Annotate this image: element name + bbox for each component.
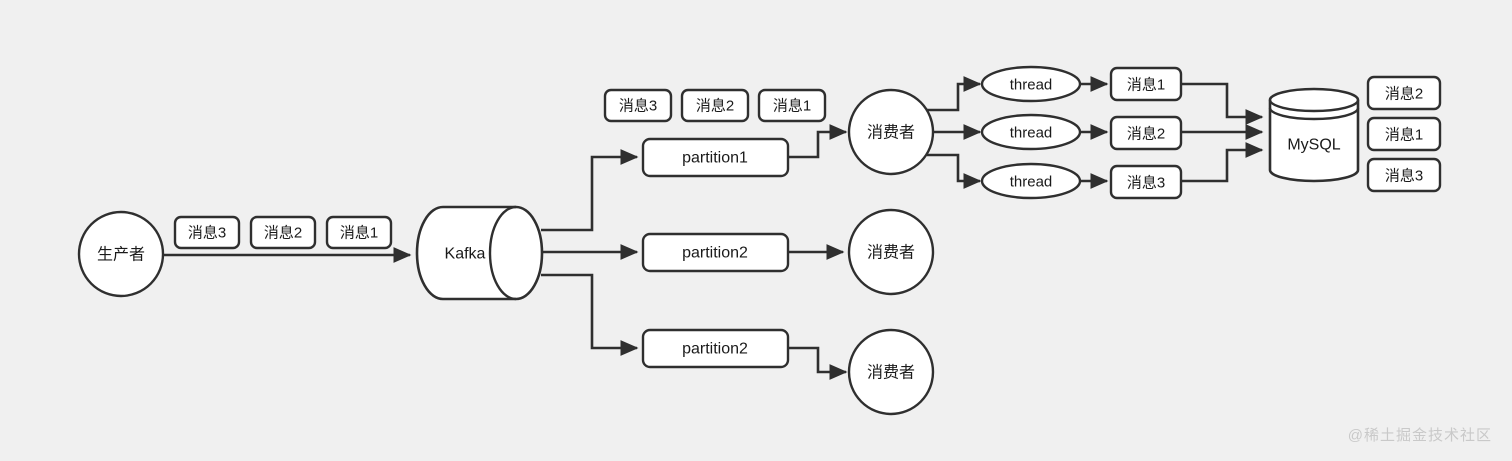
edge-partition3-to-consumer3 xyxy=(788,346,848,381)
thread-ellipse-1[interactable] xyxy=(980,65,1082,103)
producer-circle[interactable] xyxy=(77,210,165,298)
stored-message-box-2[interactable] xyxy=(1366,116,1442,152)
stored-message-item[interactable]: 消息1 xyxy=(1366,116,1442,152)
kafka-cylinder-cap xyxy=(488,205,517,301)
producer-message-label: 消息2 xyxy=(264,225,302,242)
edge-message1-to-mysql xyxy=(1182,82,1264,126)
consumer-label-3: 消费者 xyxy=(867,364,915,382)
consumer-circle-3[interactable] xyxy=(847,328,935,416)
producer-message-item[interactable]: 消息1 xyxy=(325,215,393,250)
producer-message-box[interactable] xyxy=(173,215,241,250)
stored-message-label-3: 消息3 xyxy=(1385,168,1423,185)
thread-ellipse-2[interactable] xyxy=(980,113,1082,151)
partition-label-2: partition2 xyxy=(682,245,748,262)
edge-consumer1-to-thread3 xyxy=(927,153,982,190)
partition1-message-queue: 消息3 消息2 消息1 xyxy=(603,88,827,123)
stored-message-label-1: 消息2 xyxy=(1385,86,1423,103)
partition1-message-item[interactable]: 消息1 xyxy=(757,88,827,123)
thread-message-item[interactable]: 消息1 xyxy=(1109,66,1183,102)
partition1-message-label: 消息1 xyxy=(773,98,811,115)
producer-message-label: 消息3 xyxy=(188,225,226,242)
thread-node[interactable]: thread xyxy=(980,162,1082,200)
watermark: @稀土掘金技术社区 xyxy=(1347,427,1492,444)
thread-ellipse-3[interactable] xyxy=(980,162,1082,200)
producer-message-box[interactable] xyxy=(325,215,393,250)
thread-message-box-1[interactable] xyxy=(1109,66,1183,102)
producer-message-box[interactable] xyxy=(249,215,317,250)
edge-kafka-to-partition1 xyxy=(541,148,639,232)
partition1-message-label: 消息3 xyxy=(619,98,657,115)
mysql-cylinder-cap xyxy=(1268,99,1360,113)
producer-message-item[interactable]: 消息3 xyxy=(173,215,241,250)
edge-message3-to-mysql xyxy=(1182,141,1264,183)
consumer-circle-1[interactable] xyxy=(847,88,935,176)
kafka-broker-node[interactable]: Kafka xyxy=(415,205,544,301)
thread-message-label-3: 消息3 xyxy=(1127,175,1165,192)
partition-box-1[interactable] xyxy=(641,137,790,178)
partition1-message-label: 消息2 xyxy=(696,98,734,115)
thread-label-3: thread xyxy=(1010,174,1053,191)
stored-message-box-3[interactable] xyxy=(1366,157,1442,193)
producer-message-item[interactable]: 消息2 xyxy=(249,215,317,250)
consumer-node[interactable]: 消费者 xyxy=(847,88,935,176)
partition-box-2[interactable] xyxy=(641,232,790,273)
consumer-circle-2[interactable] xyxy=(847,208,935,296)
edge-kafka-to-partition3 xyxy=(541,273,639,357)
thread-node[interactable]: thread xyxy=(980,65,1082,103)
consumer-label-1: 消费者 xyxy=(867,124,915,142)
edge-partition1-to-consumer1 xyxy=(788,123,848,159)
partition-node[interactable]: partition2 xyxy=(641,328,790,369)
partition1-message-box[interactable] xyxy=(757,88,827,123)
partition-node[interactable]: partition1 xyxy=(641,137,790,178)
connectors xyxy=(162,75,1264,381)
partition-label-1: partition1 xyxy=(682,150,748,167)
stored-message-item[interactable]: 消息3 xyxy=(1366,157,1442,193)
thread-message-label-1: 消息1 xyxy=(1127,77,1165,94)
thread-label-2: thread xyxy=(1010,125,1053,142)
stored-message-box-1[interactable] xyxy=(1366,75,1442,111)
thread-message-item[interactable]: 消息3 xyxy=(1109,164,1183,200)
thread-message-label-2: 消息2 xyxy=(1127,126,1165,143)
producer-message-queue: 消息3 消息2 消息1 xyxy=(173,215,393,250)
thread-message-box-3[interactable] xyxy=(1109,164,1183,200)
partition-label-3: partition2 xyxy=(682,341,748,358)
thread-label-1: thread xyxy=(1010,77,1053,94)
partition1-message-item[interactable]: 消息2 xyxy=(680,88,750,123)
partition-box-3[interactable] xyxy=(641,328,790,369)
thread-message-item[interactable]: 消息2 xyxy=(1109,115,1183,151)
consumer-node[interactable]: 消费者 xyxy=(847,328,935,416)
partition1-message-box[interactable] xyxy=(680,88,750,123)
mysql-cylinder-rim xyxy=(1268,107,1360,121)
edge-consumer1-to-thread1 xyxy=(927,75,982,112)
producer-node[interactable]: 生产者 xyxy=(77,210,165,298)
partition1-message-box[interactable] xyxy=(603,88,673,123)
mysql-label: MySQL xyxy=(1287,137,1340,154)
thread-message-box-2[interactable] xyxy=(1109,115,1183,151)
thread-node[interactable]: thread xyxy=(980,113,1082,151)
stored-message-label-2: 消息1 xyxy=(1385,127,1423,144)
stored-message-item[interactable]: 消息2 xyxy=(1366,75,1442,111)
mysql-database-node[interactable]: MySQL xyxy=(1268,87,1360,183)
producer-message-label: 消息1 xyxy=(340,225,378,242)
partition-node[interactable]: partition2 xyxy=(641,232,790,273)
partition1-message-item[interactable]: 消息3 xyxy=(603,88,673,123)
producer-label: 生产者 xyxy=(97,246,145,264)
kafka-label: Kafka xyxy=(445,246,486,263)
mysql-cylinder-body[interactable] xyxy=(1268,87,1360,183)
consumer-label-2: 消费者 xyxy=(867,244,915,262)
consumer-node[interactable]: 消费者 xyxy=(847,208,935,296)
